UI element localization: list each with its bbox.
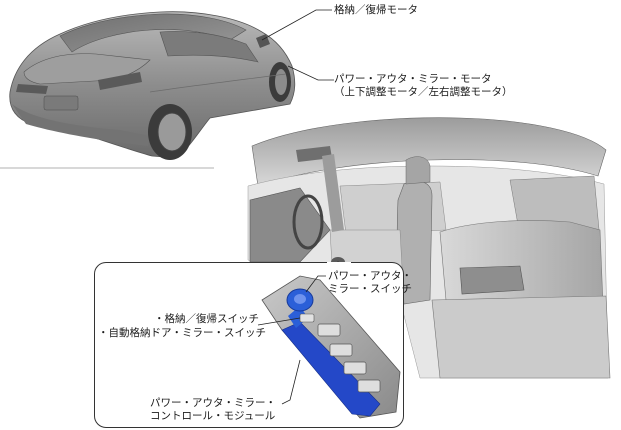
label-control-module-line2: コントロール・モジュール xyxy=(150,410,276,422)
mirror-switch-knob xyxy=(294,294,306,304)
steering-wheel xyxy=(292,194,324,250)
label-control-module: パワー・アウタ・ミラー・ コントロール・モジュール xyxy=(150,397,276,423)
label-mirror-switch-line1: パワー・アウタ・ xyxy=(328,270,412,282)
license-plate xyxy=(43,95,79,111)
leader-mirror-switch xyxy=(305,275,326,293)
headliner xyxy=(251,117,607,187)
label-fold-motor: 格納／復帰モータ xyxy=(334,4,418,17)
tail-light-left xyxy=(16,84,48,94)
label-fold-motor-text: 格納／復帰モータ xyxy=(334,4,418,16)
label-mirror-motor-line1: パワー・アウタ・ミラー・モータ xyxy=(334,73,492,85)
interior-cabin xyxy=(247,117,611,379)
label-mirror-motor-line2: （上下調整モータ／左右調整モータ） xyxy=(334,86,513,98)
front-wheel-rim xyxy=(275,69,287,95)
label-auto-fold-switch-text: ・自動格納ドア・ミラー・スイッチ xyxy=(98,327,266,339)
leader-fold-motor xyxy=(261,9,332,41)
callout-seam-cover xyxy=(327,262,351,264)
label-mirror-motor: パワー・アウタ・ミラー・モータ （上下調整モータ／左右調整モータ） xyxy=(334,73,513,99)
side-window xyxy=(159,31,259,63)
label-mirror-switch-line2: ミラー・スイッチ xyxy=(328,283,412,295)
tail-light-right xyxy=(98,72,142,90)
b-pillar xyxy=(322,154,344,232)
label-mirror-switch: パワー・アウタ・ ミラー・スイッチ xyxy=(328,270,412,296)
exterior-car xyxy=(9,11,296,160)
control-module-upper xyxy=(288,306,308,328)
leader-mirror-motor xyxy=(287,65,334,81)
rear-wheel-rim xyxy=(157,112,187,152)
rear-window xyxy=(59,13,247,53)
rear-armrest xyxy=(459,265,525,295)
label-auto-fold-switch: ・自動格納ドア・ミラー・スイッチ xyxy=(98,327,266,340)
rear-seat-cushion xyxy=(431,295,611,379)
window-switch-2 xyxy=(329,343,353,357)
label-fold-switch: ・格納／復帰スイッチ xyxy=(154,313,259,326)
label-fold-switch-text: ・格納／復帰スイッチ xyxy=(154,313,259,325)
window-switch-3 xyxy=(343,361,367,375)
body-character-line xyxy=(149,73,287,93)
label-control-module-line1: パワー・アウタ・ミラー・ xyxy=(150,397,276,409)
rear-bumper xyxy=(12,104,150,146)
leader-control-module xyxy=(281,359,301,405)
fold-switch xyxy=(299,313,315,323)
window-switch-1 xyxy=(317,323,341,337)
headrest xyxy=(405,156,431,185)
leader-fold-switch xyxy=(257,317,301,326)
window-switch-4 xyxy=(357,379,381,393)
